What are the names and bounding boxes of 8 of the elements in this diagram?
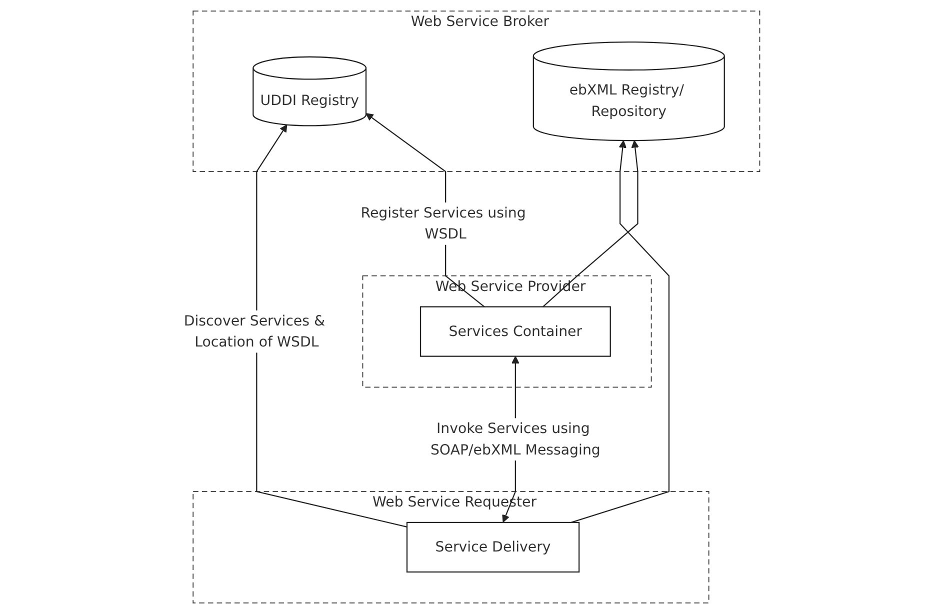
arrow	[542, 140, 639, 308]
edge-label: Register Services using WSDL	[360, 204, 526, 242]
arrow	[571, 140, 670, 524]
edge-label: Discover Services & Location of WSDL	[184, 312, 326, 350]
node-box: Service Delivery	[406, 522, 580, 573]
edge-label: Invoke Services using SOAP/ebXML Messaging	[430, 420, 600, 458]
arrow	[256, 124, 408, 528]
node-box: Services Container	[420, 306, 611, 357]
